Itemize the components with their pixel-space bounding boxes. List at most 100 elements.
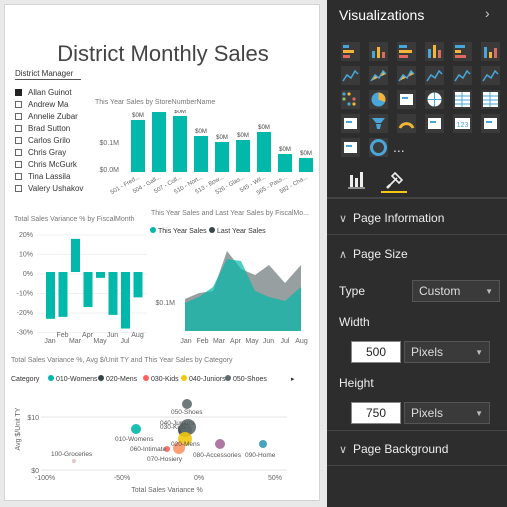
- width-unit-dropdown[interactable]: Pixels▼: [404, 341, 490, 363]
- variance-bar[interactable]: [58, 272, 68, 317]
- bar[interactable]: [278, 154, 292, 172]
- height-unit-dropdown[interactable]: Pixels▼: [404, 402, 490, 424]
- stacked-area-icon[interactable]: [397, 66, 416, 85]
- scatter-point[interactable]: [182, 399, 192, 409]
- checkbox-icon[interactable]: [15, 88, 22, 96]
- filled-map-icon[interactable]: [341, 114, 360, 133]
- bar[interactable]: [257, 132, 271, 172]
- variance-bar[interactable]: [133, 272, 143, 298]
- scatter-legend-item[interactable]: 010-Womens: [56, 376, 98, 383]
- slicer-item[interactable]: Tina Lassila: [15, 171, 70, 181]
- bar[interactable]: [131, 120, 145, 172]
- format-tab[interactable]: [381, 169, 407, 193]
- variance-bar[interactable]: [46, 272, 55, 319]
- map-icon[interactable]: [425, 90, 444, 109]
- stacked-column-icon[interactable]: [369, 42, 388, 61]
- legend-scroll-icon[interactable]: ▸: [291, 376, 295, 383]
- scatter-point[interactable]: [215, 439, 225, 449]
- treemap-icon[interactable]: [397, 90, 416, 109]
- slicer-item[interactable]: Carlos Grilo: [15, 135, 70, 145]
- stacked-bar-icon[interactable]: [341, 42, 360, 61]
- 100-bar-icon[interactable]: [453, 42, 472, 61]
- ribbon-icon[interactable]: [481, 66, 500, 85]
- slicer-item[interactable]: Brad Sutton: [15, 123, 70, 133]
- multirow-card-icon[interactable]: [425, 114, 444, 133]
- legend-dot: [143, 375, 149, 381]
- scatter-legend-item[interactable]: 020-Mens: [106, 376, 138, 383]
- type-dropdown[interactable]: Custom▼: [412, 280, 500, 302]
- bar[interactable]: [215, 142, 229, 172]
- scatter-legend-item[interactable]: 040-Juniors: [189, 376, 226, 383]
- variance-bar[interactable]: [96, 272, 105, 278]
- checkbox-icon[interactable]: [15, 160, 22, 168]
- card-icon[interactable]: 123: [453, 114, 472, 133]
- slicer-item[interactable]: Annelie Zubar: [15, 111, 78, 121]
- line-chart-icon[interactable]: [341, 66, 360, 85]
- bar[interactable]: [152, 112, 166, 172]
- area-chart-icon[interactable]: [369, 66, 388, 85]
- scatter-point[interactable]: [180, 419, 196, 435]
- area-chart[interactable]: This Year Sales Last Year Sales $0.1M Ja…: [149, 221, 321, 351]
- height-value: 750: [365, 406, 387, 420]
- scatter-point[interactable]: [259, 440, 267, 448]
- bar[interactable]: [194, 136, 208, 172]
- checkbox-icon[interactable]: [15, 136, 22, 144]
- variance-chart[interactable]: 20%10%0%-10%-20%-30% JanFebMarAprMayJunJ…: [9, 225, 149, 350]
- fields-tab[interactable]: [343, 169, 369, 193]
- bar[interactable]: [173, 116, 187, 172]
- variance-bar[interactable]: [108, 272, 118, 315]
- checkbox-icon[interactable]: [15, 124, 22, 132]
- page-size-section[interactable]: ∧Page Size Type Custom▼ Width 500 Pixels…: [327, 234, 507, 430]
- slicer-item[interactable]: Chris Gray: [15, 147, 66, 157]
- variance-bar[interactable]: [71, 238, 80, 272]
- report-page[interactable]: District Monthly Sales District Manager …: [4, 4, 320, 501]
- slicer-item-label: Annelie Zubar: [28, 111, 78, 121]
- width-input[interactable]: 500: [351, 341, 401, 363]
- slicer-icon[interactable]: [341, 138, 360, 157]
- more-visuals-button[interactable]: ...: [393, 139, 405, 155]
- 100-column-icon[interactable]: [481, 42, 500, 61]
- scatter-icon[interactable]: [341, 90, 360, 109]
- checkbox-icon[interactable]: [15, 100, 22, 108]
- height-input[interactable]: 750: [351, 402, 401, 424]
- checkbox-icon[interactable]: [15, 172, 22, 180]
- scatter-point[interactable]: [178, 432, 192, 446]
- paint-roller-icon: [386, 171, 404, 189]
- clustered-column-icon[interactable]: [425, 42, 444, 61]
- scatter-point[interactable]: [131, 424, 141, 434]
- checkbox-icon[interactable]: [15, 112, 22, 120]
- table-icon[interactable]: [453, 90, 472, 109]
- slicer-item[interactable]: Chris McGurk: [15, 159, 77, 169]
- slicer-item[interactable]: Andrew Ma: [15, 99, 68, 109]
- page-background-section[interactable]: ∨Page Background: [327, 430, 507, 466]
- variance-bar[interactable]: [121, 272, 130, 329]
- scatter-legend-item[interactable]: 030-Kids: [151, 376, 179, 383]
- line-clustered-icon[interactable]: [453, 66, 472, 85]
- bar[interactable]: [236, 140, 250, 172]
- scatter-point-label: 030-Kids: [160, 424, 186, 431]
- scatter-point-label: 010-Womens: [115, 436, 154, 443]
- bar[interactable]: [299, 158, 313, 172]
- slicer-item[interactable]: Valery Ushakov: [15, 183, 83, 193]
- line-column-icon[interactable]: [425, 66, 444, 85]
- donut-icon[interactable]: [369, 138, 388, 157]
- matrix-icon[interactable]: [481, 90, 500, 109]
- kpi-icon[interactable]: [481, 114, 500, 133]
- gauge-icon[interactable]: [397, 114, 416, 133]
- collapse-pane-chevron-icon[interactable]: ›: [485, 5, 490, 21]
- scatter-legend-item[interactable]: 050-Shoes: [233, 376, 267, 383]
- pie-chart-icon[interactable]: [369, 90, 388, 109]
- scatter-point-label: 100-Groceries: [51, 451, 93, 458]
- scatter-point[interactable]: [173, 442, 185, 454]
- scatter-point[interactable]: [164, 446, 170, 452]
- page-information-section[interactable]: ∨Page Information: [327, 198, 507, 234]
- scatter-point[interactable]: [72, 459, 76, 463]
- clustered-bar-icon[interactable]: [397, 42, 416, 61]
- variance-bar[interactable]: [83, 272, 93, 308]
- checkbox-icon[interactable]: [15, 148, 22, 156]
- slicer-item[interactable]: Allan Guinot: [15, 87, 72, 97]
- checkbox-icon[interactable]: [15, 184, 22, 192]
- funnel-icon[interactable]: [369, 114, 388, 133]
